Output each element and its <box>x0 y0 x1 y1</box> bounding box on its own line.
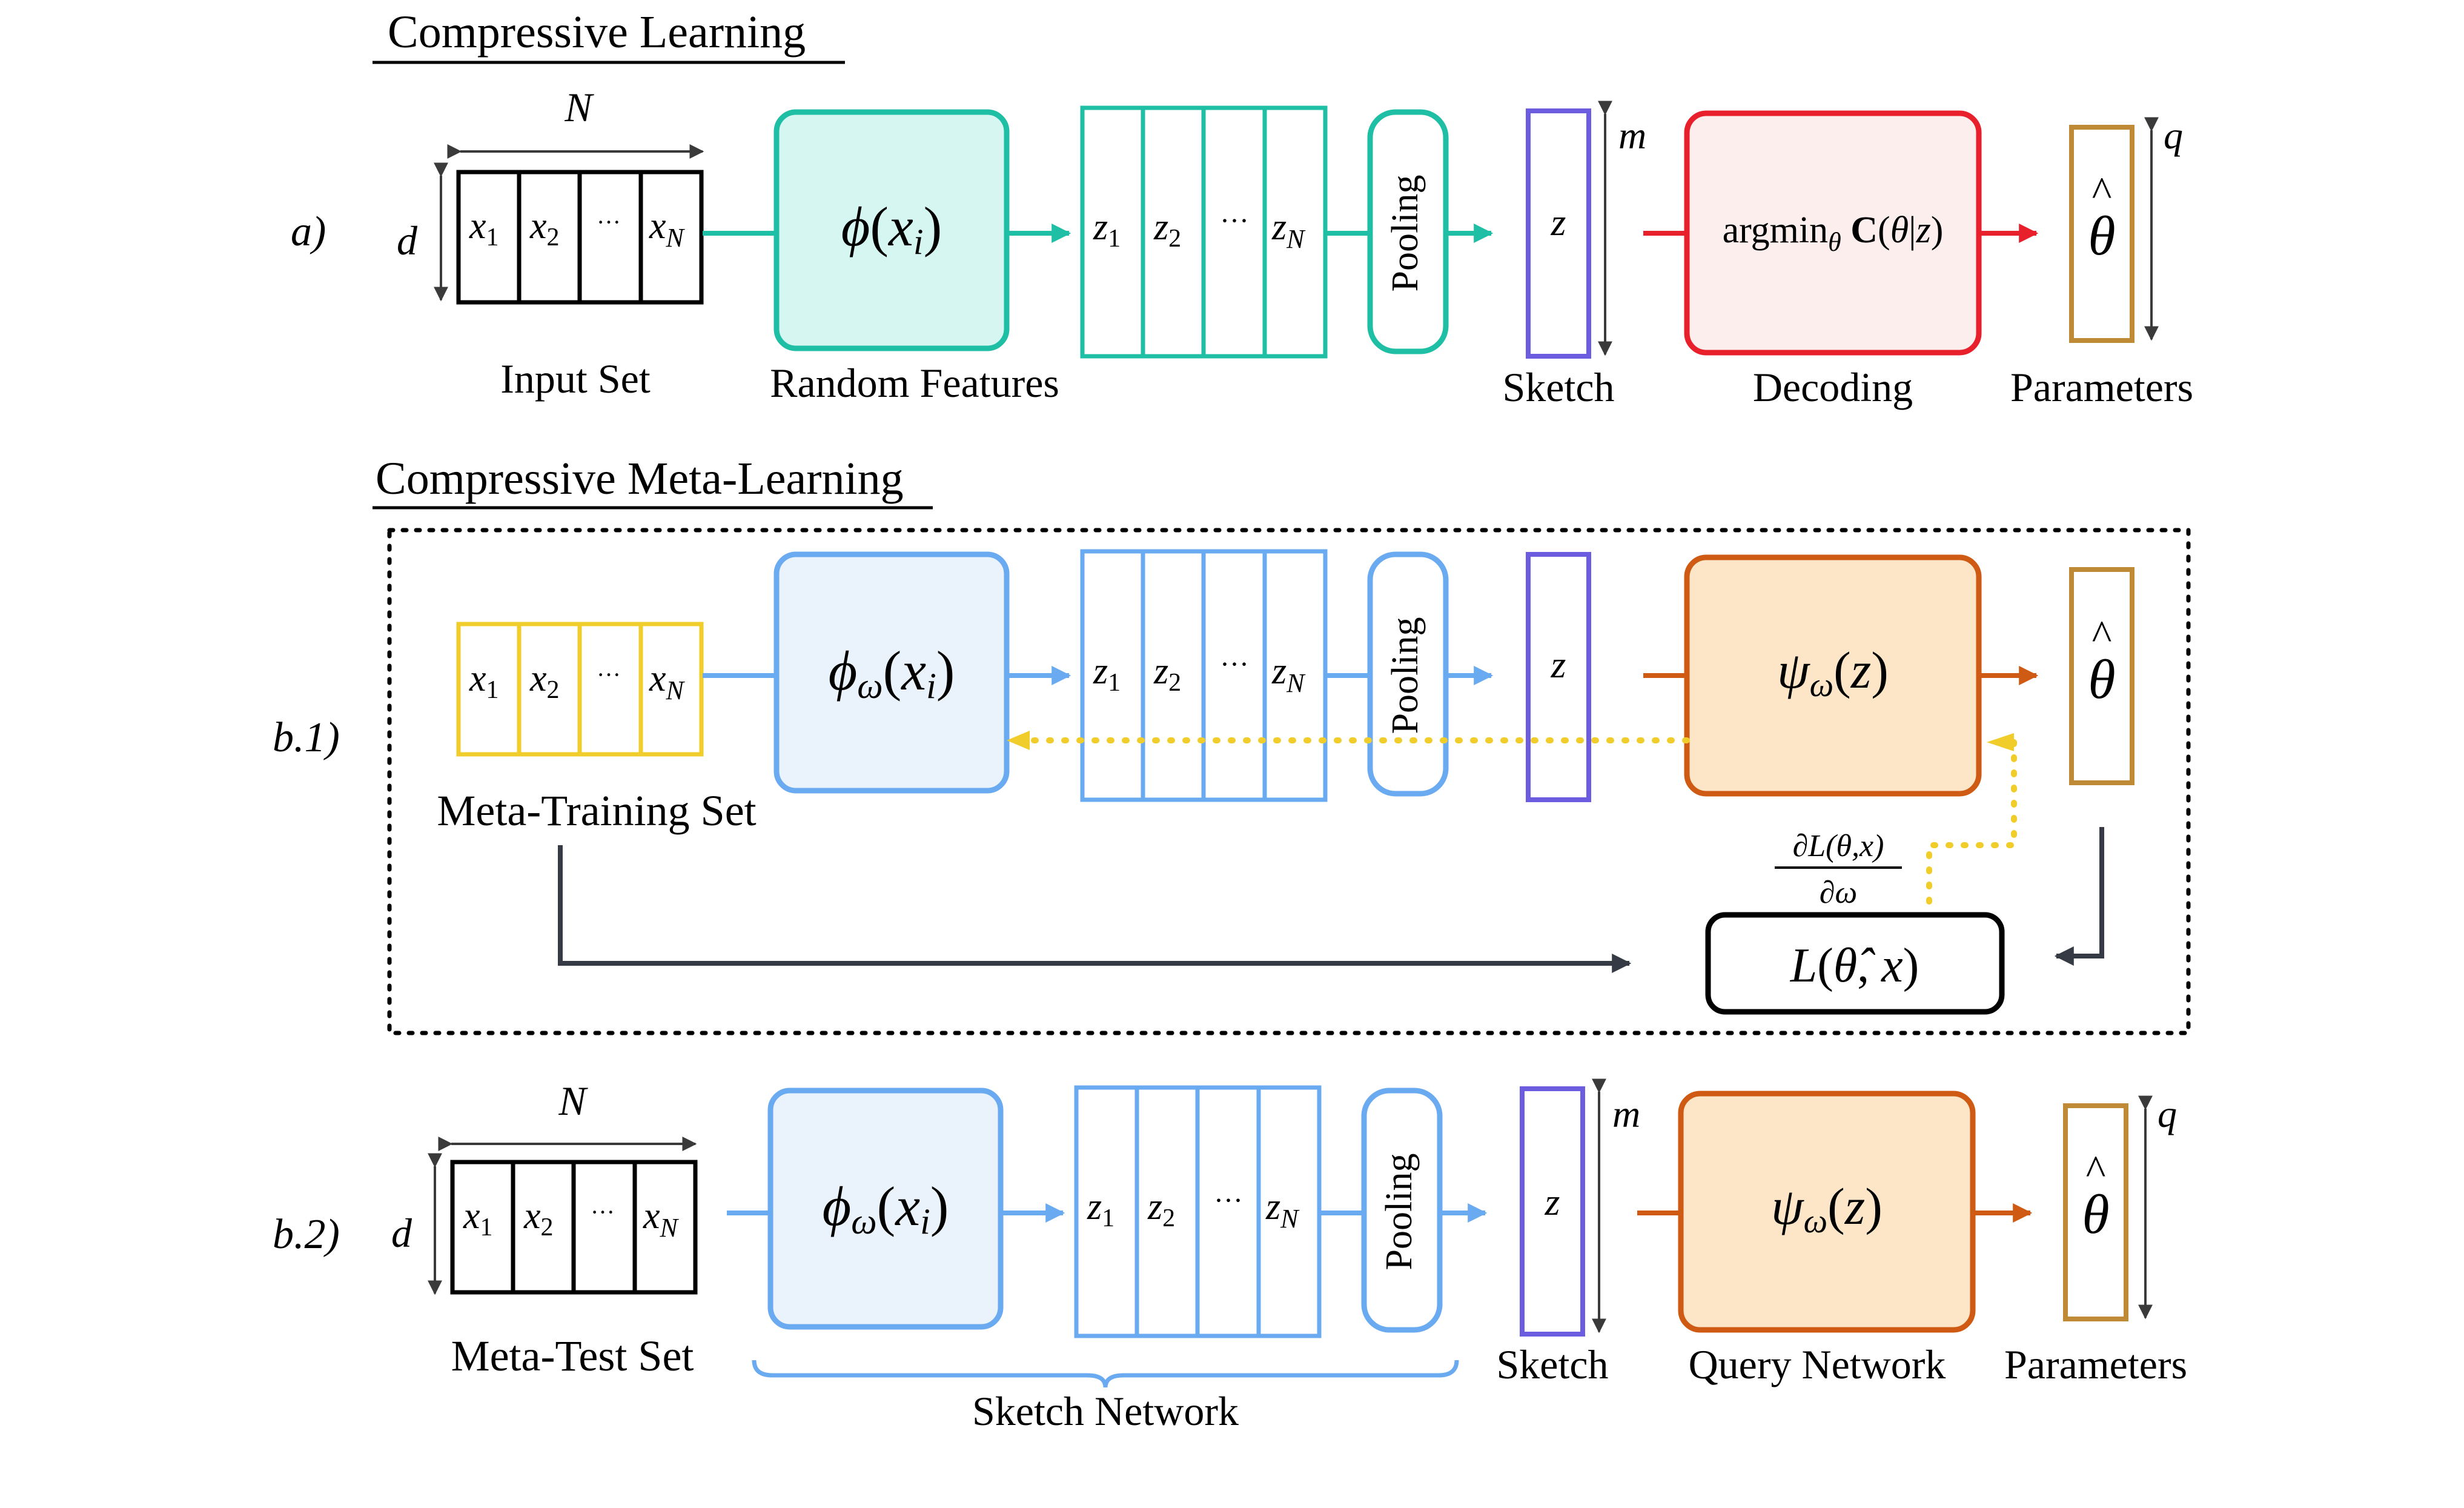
dim-d: d <box>397 218 418 264</box>
random-features-label: Random Features <box>770 360 1059 406</box>
svg-text:z1: z1 <box>1093 651 1121 697</box>
feature-set-b2: z1 z2 ··· zN <box>1074 1085 1322 1338</box>
loss-box <box>1705 912 2005 1015</box>
sketch-network-label: Sketch Network <box>972 1388 1239 1434</box>
sketch-box-a <box>1526 108 1591 359</box>
theta-hat-b2-accent: ^ <box>2086 1148 2106 1194</box>
svg-text:zN: zN <box>1271 207 1306 254</box>
arrow-set-to-loss <box>558 845 1632 973</box>
arrow-params-to-loss <box>2054 827 2104 966</box>
cell-xN: xN <box>649 205 686 253</box>
meta-training-set-label: Meta-Training Set <box>437 786 756 835</box>
backprop-arrowhead-phi <box>1007 731 1030 750</box>
sketch-box-b1 <box>1526 552 1591 802</box>
params-box-a <box>2069 125 2134 343</box>
sketch-label-b2: Sketch <box>1496 1341 1608 1387</box>
row-label-b2: b.2) <box>273 1211 340 1258</box>
theta-hat-b1-accent: ^ <box>2092 613 2112 659</box>
params-label-a: Parameters <box>2010 364 2193 410</box>
svg-text:···: ··· <box>1214 1184 1243 1217</box>
cell-x2: x2 <box>529 205 560 251</box>
sketch-box-b2 <box>1520 1086 1585 1337</box>
svg-text:xN: xN <box>649 658 686 705</box>
svg-text:···: ··· <box>1220 205 1249 237</box>
svg-text:z2: z2 <box>1153 207 1181 253</box>
feature-set-a: z1 z2 ··· zN <box>1080 105 1328 359</box>
gradient-denominator: ∂ω <box>1820 875 1857 910</box>
sketch-encoder-box-b2 <box>767 1088 1004 1330</box>
theta-hat-a: θ <box>2088 205 2115 267</box>
params-label-b2: Parameters <box>2004 1341 2187 1387</box>
params-box-b2 <box>2063 1103 2128 1321</box>
dim-N-b2: N <box>558 1078 588 1124</box>
section-title-compressive-learning: Compressive Learning <box>388 7 806 58</box>
feature-set-b1: z1 z2 ··· zN <box>1080 549 1328 802</box>
row-label-a: a) <box>291 208 326 255</box>
meta-test-set-label: Meta-Test Set <box>451 1332 694 1380</box>
meta-training-set: x1 x2 ··· xN <box>456 622 704 757</box>
dim-q-b2: q <box>2158 1092 2177 1135</box>
pooling-label-b2: Pooling <box>1379 1154 1420 1271</box>
loss-label: L(θ̂, x) <box>1790 939 1919 992</box>
svg-text:x1: x1 <box>469 658 499 704</box>
row-label-b1: b.1) <box>273 714 340 761</box>
sketch-label-a: Sketch <box>1502 364 1614 410</box>
svg-text:···: ··· <box>1220 648 1249 680</box>
svg-text:z2: z2 <box>1147 1186 1175 1232</box>
theta-hat-b2: θ <box>2082 1183 2109 1245</box>
theta-hat-a-accent: ^ <box>2092 169 2112 216</box>
svg-text:z1: z1 <box>1093 207 1121 253</box>
sketch-var-b2: z <box>1545 1180 1560 1223</box>
svg-text:x1: x1 <box>463 1195 493 1241</box>
svg-text:z1: z1 <box>1087 1186 1114 1232</box>
random-features-box <box>773 109 1010 351</box>
pooling-label-a: Pooling <box>1385 175 1426 292</box>
pooling-label-b1: Pooling <box>1385 617 1426 734</box>
input-set-label: Input Set <box>500 356 651 402</box>
sketch-encoder-box-b1 <box>773 551 1010 794</box>
dim-m-a: m <box>1618 114 1646 157</box>
svg-text:···: ··· <box>597 661 621 688</box>
sketch-var-b1: z <box>1551 643 1566 686</box>
input-set-a: x1 x2 ··· xN <box>456 170 704 305</box>
dim-N: N <box>564 84 594 130</box>
svg-text:x2: x2 <box>529 658 560 704</box>
decoding-label: Decoding <box>1753 364 1913 410</box>
svg-text:z2: z2 <box>1153 651 1181 697</box>
sketch-network-brace <box>752 1360 1459 1388</box>
pooling-box-b2 <box>1361 1088 1443 1333</box>
phi-omega-b1: ϕω(xi) <box>829 640 955 706</box>
svg-text:zN: zN <box>1271 651 1306 698</box>
query-network-label: Query Network <box>1689 1341 1946 1387</box>
dim-d-b2: d <box>391 1210 412 1256</box>
svg-text:···: ··· <box>591 1198 615 1226</box>
dim-m-b2: m <box>1612 1092 1640 1135</box>
gradient-numerator: ∂L(θ,x) <box>1793 829 1884 863</box>
phi-omega-b2: ϕω(xi) <box>823 1175 949 1241</box>
cell-x1: x1 <box>469 205 499 251</box>
cell-dots: ··· <box>597 208 621 236</box>
params-box-b1 <box>2069 567 2134 785</box>
section-title-compressive-meta-learning: Compressive Meta-Learning <box>376 453 904 504</box>
svg-text:x2: x2 <box>523 1195 554 1241</box>
svg-text:xN: xN <box>643 1195 680 1243</box>
theta-hat-b1: θ <box>2088 648 2115 710</box>
meta-training-frame <box>387 528 2191 1035</box>
phi-label: ϕ(xi) <box>841 196 942 262</box>
svg-text:zN: zN <box>1265 1186 1300 1234</box>
sketch-var-a: z <box>1551 201 1566 244</box>
dim-q-a: q <box>2164 114 2183 157</box>
backprop-arrowhead-psi <box>1987 733 2014 751</box>
meta-test-set: x1 x2 ··· xN <box>450 1160 698 1295</box>
